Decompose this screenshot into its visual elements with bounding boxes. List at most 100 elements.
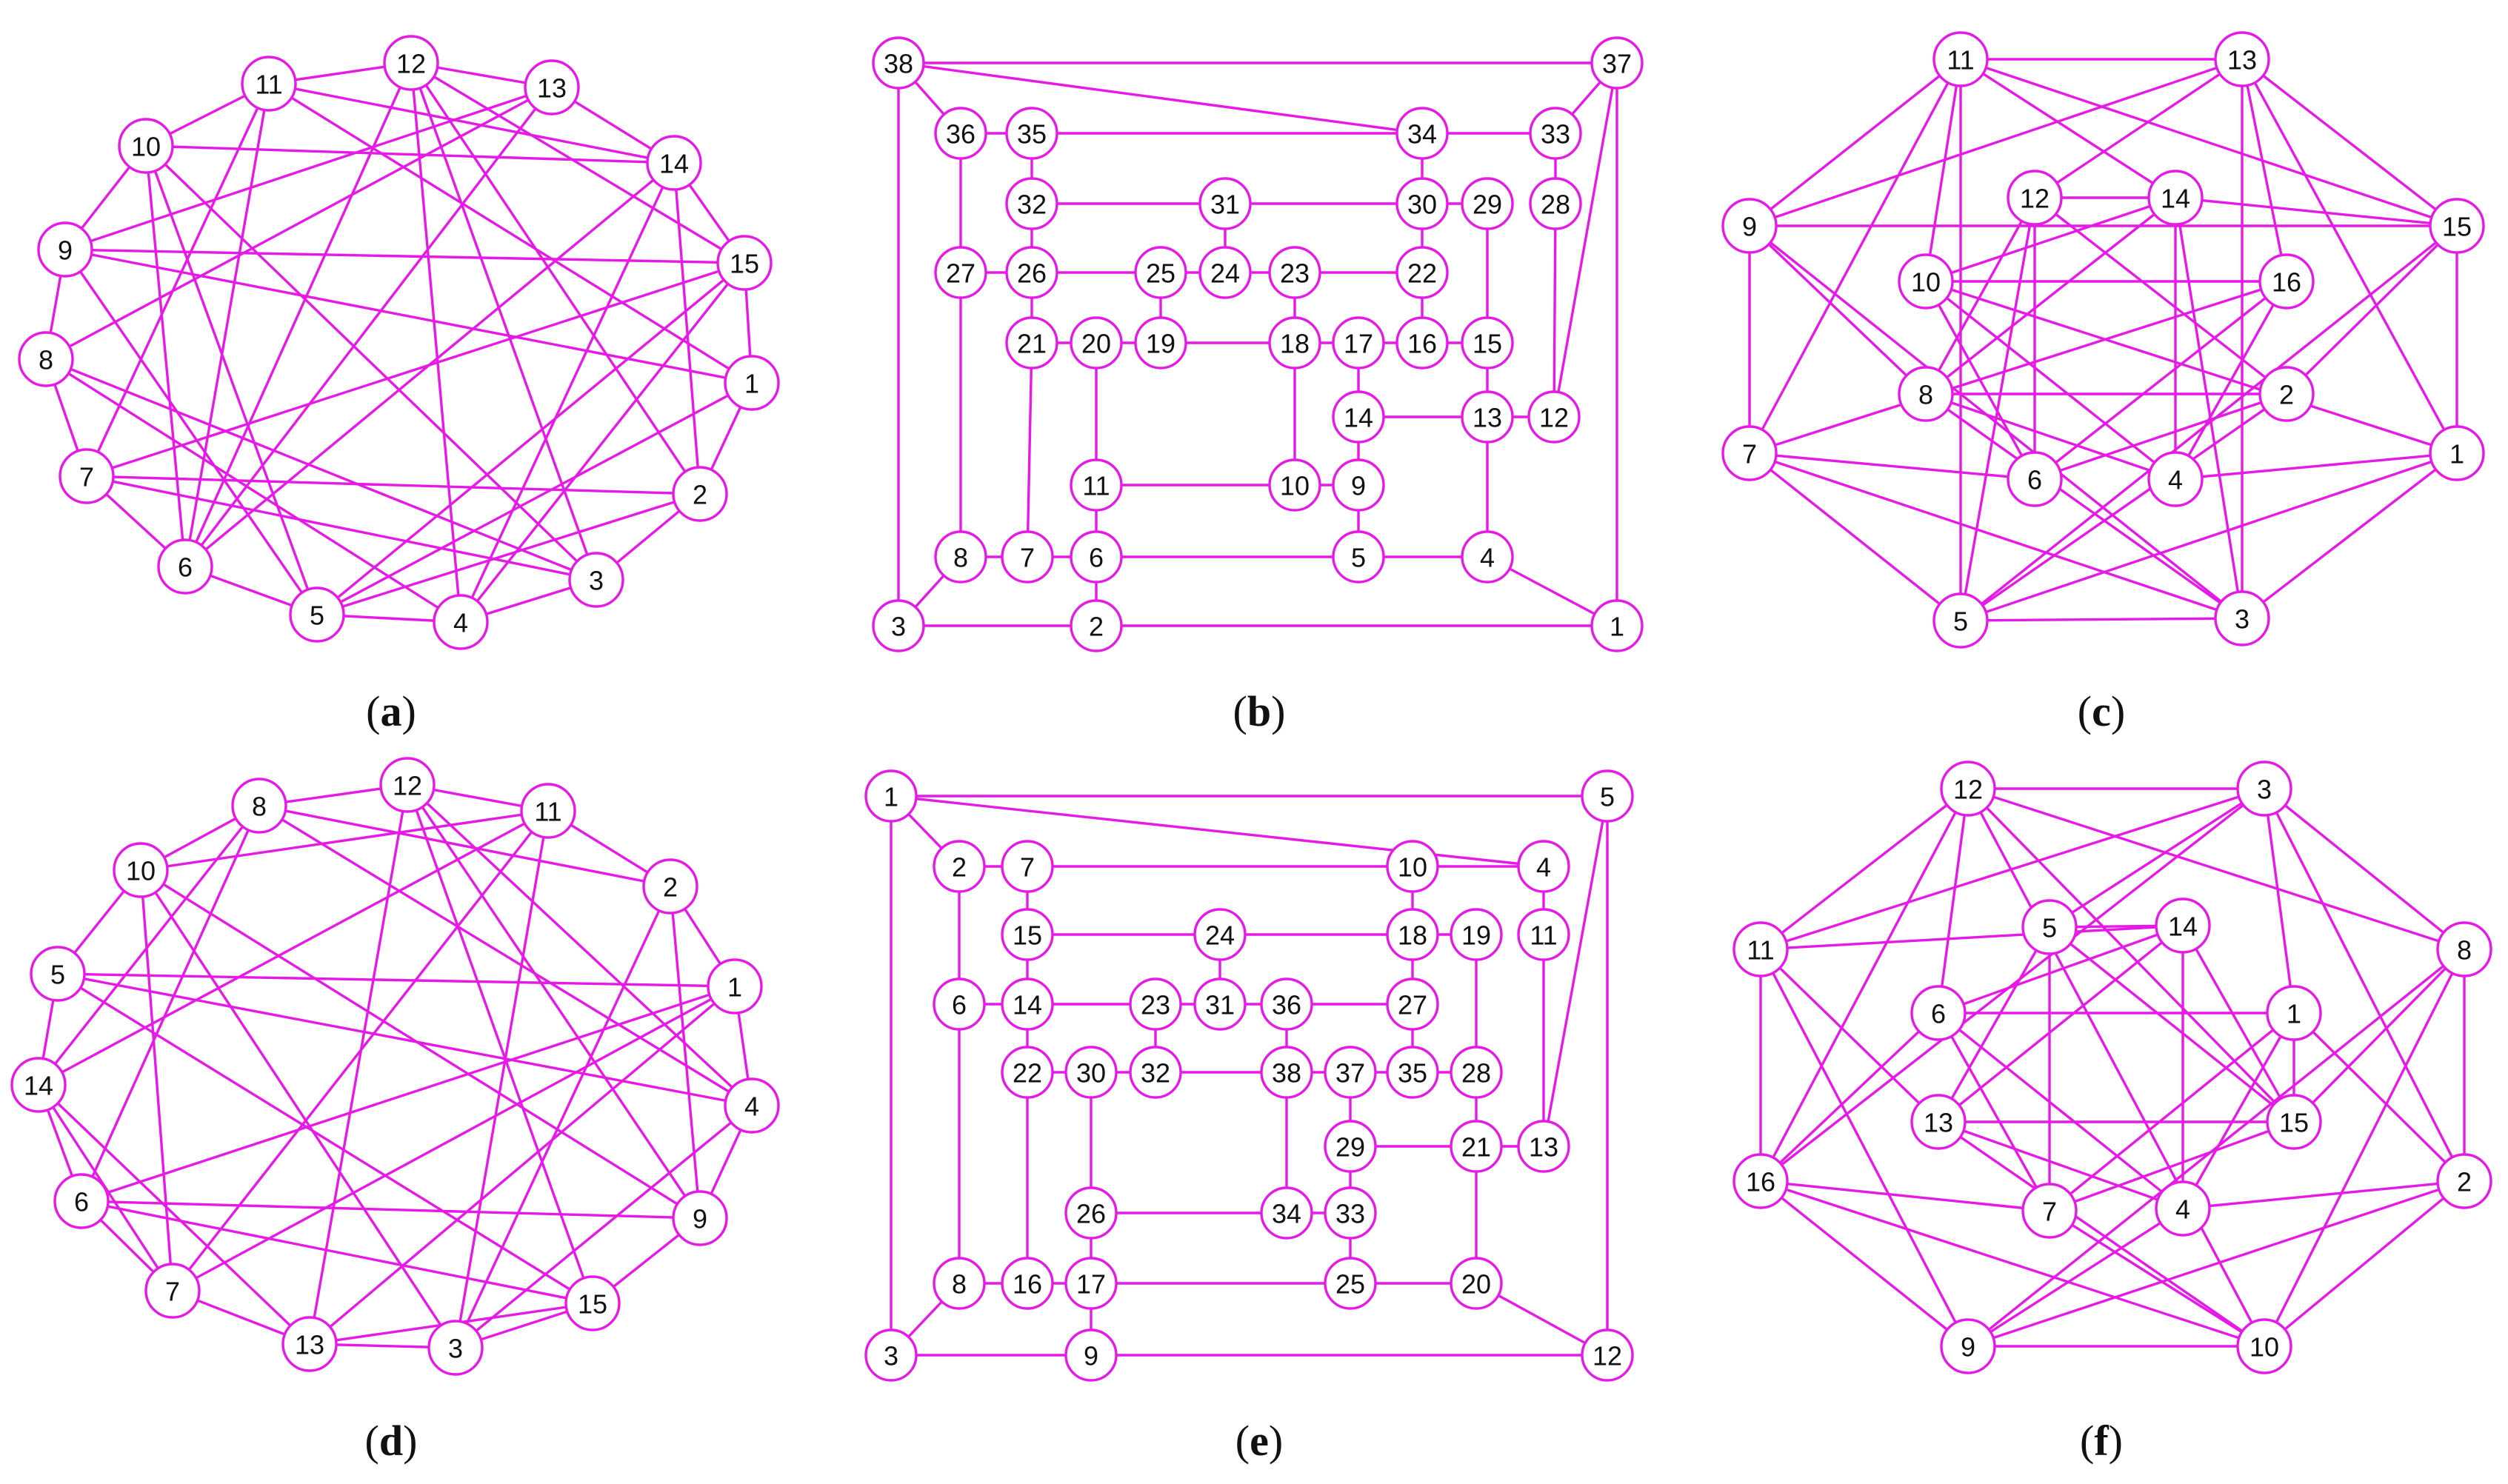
edge-f-12-10 (1967, 788, 2266, 1347)
node-circle (1332, 530, 1385, 584)
node-label: 10 (126, 856, 156, 886)
node-b-11: 11 (1070, 458, 1123, 512)
edge-c-3-8 (1925, 392, 2243, 620)
edge-d-4-12 (406, 783, 753, 1107)
edge-f-8-10 (2263, 949, 2466, 1347)
node-c-8: 8 (1898, 366, 1954, 422)
edge-c-14-10 (1925, 196, 2176, 283)
node-label: 16 (1407, 329, 1437, 359)
edge-f-3-1 (2263, 788, 2295, 1014)
edge-d-12-13 (308, 784, 409, 1345)
edge-c-13-15 (2241, 58, 2458, 227)
node-label: 6 (2027, 465, 2042, 495)
edge-f-9-4 (1967, 1207, 2184, 1348)
node-label: 19 (1146, 329, 1175, 359)
node-label: 2 (952, 852, 967, 883)
node-circle (1590, 599, 1644, 652)
node-c-3: 3 (2214, 590, 2270, 646)
node-label: 29 (1473, 190, 1502, 220)
node-label: 3 (884, 1341, 898, 1371)
node-circle (53, 1173, 110, 1229)
edge-c-5-2 (1960, 392, 2287, 622)
node-e-7: 7 (1001, 840, 1054, 893)
node-b-24: 24 (1198, 246, 1252, 299)
node-label: 6 (952, 990, 967, 1020)
node-label: 1 (2449, 439, 2464, 469)
node-f-4: 4 (2155, 1180, 2211, 1237)
node-circle (1260, 1186, 1313, 1240)
node-c-12: 12 (2007, 170, 2063, 226)
node-circle (520, 783, 576, 839)
node-circle (2258, 253, 2315, 310)
edge-c-16-6 (2033, 280, 2288, 481)
edge-c-7-3 (1749, 452, 2243, 620)
node-label: 8 (2457, 935, 2472, 966)
node-circle (1395, 316, 1449, 370)
node-b-28: 28 (1529, 177, 1582, 230)
node-d-7: 7 (144, 1263, 201, 1319)
node-a-6: 6 (157, 538, 213, 595)
node-b-22: 22 (1395, 246, 1449, 299)
node-circle (10, 1057, 67, 1113)
node-label: 25 (1335, 1269, 1365, 1300)
node-circle (1395, 107, 1449, 160)
node-label: 16 (1746, 1167, 1775, 1197)
node-label: 14 (2161, 184, 2190, 214)
node-e-35: 35 (1386, 1046, 1439, 1099)
node-e-5: 5 (1581, 769, 1634, 823)
node-a-7: 7 (59, 448, 115, 504)
node-e-36: 36 (1260, 977, 1313, 1031)
node-e-4: 4 (1517, 840, 1570, 893)
node-circle (241, 56, 297, 112)
node-circle (934, 246, 987, 299)
node-circle (1001, 1046, 1054, 1099)
node-e-26: 26 (1064, 1186, 1118, 1240)
node-circle (1193, 908, 1247, 961)
node-e-1: 1 (864, 769, 918, 823)
node-a-8: 8 (18, 331, 74, 387)
node-e-23: 23 (1129, 977, 1182, 1031)
node-circle (1070, 316, 1123, 370)
edge-f-6-7 (1937, 1012, 2051, 1211)
node-d-2: 2 (642, 858, 698, 915)
node-circle (1005, 107, 1058, 160)
node-circle (59, 448, 115, 504)
node-b-16: 16 (1395, 316, 1449, 370)
edge-f-16-6 (1759, 1012, 1940, 1183)
node-c-6: 6 (2007, 451, 2063, 507)
edge-f-5-15 (2048, 926, 2295, 1123)
node-label: 4 (1480, 543, 1495, 573)
node-circle (2214, 31, 2270, 87)
node-b-7: 7 (1001, 530, 1054, 584)
node-c-4: 4 (2147, 451, 2204, 507)
node-f-9: 9 (1940, 1318, 1996, 1374)
node-label: 11 (1082, 471, 1110, 501)
node-circle (289, 586, 345, 643)
edge-a-4-12 (410, 62, 462, 623)
node-label: 7 (2042, 1197, 2057, 1227)
node-circle (231, 778, 287, 834)
edge-f-6-4 (1937, 1012, 2184, 1210)
node-a-13: 13 (524, 59, 580, 116)
node-label: 28 (1461, 1058, 1491, 1089)
node-a-11: 11 (241, 56, 297, 112)
node-circle (1386, 977, 1439, 1031)
node-label: 22 (1013, 1058, 1042, 1089)
node-label: 10 (1398, 852, 1427, 883)
node-circle (864, 1328, 918, 1382)
edge-c-13-1 (2241, 59, 2458, 454)
node-b-9: 9 (1332, 458, 1385, 512)
node-label: 5 (2042, 913, 2057, 943)
edge-d-13-14 (37, 1083, 311, 1346)
node-circle (933, 840, 986, 893)
edge-f-13-4 (1938, 1120, 2184, 1210)
node-d-12: 12 (379, 757, 436, 813)
edge-c-16-4 (2174, 281, 2288, 480)
node-f-12: 12 (1940, 761, 1996, 817)
node-circle (37, 221, 93, 278)
node-label: 14 (2168, 912, 2198, 942)
node-e-29: 29 (1324, 1120, 1377, 1173)
node-c-10: 10 (1898, 253, 1954, 310)
node-circle (1001, 908, 1054, 961)
